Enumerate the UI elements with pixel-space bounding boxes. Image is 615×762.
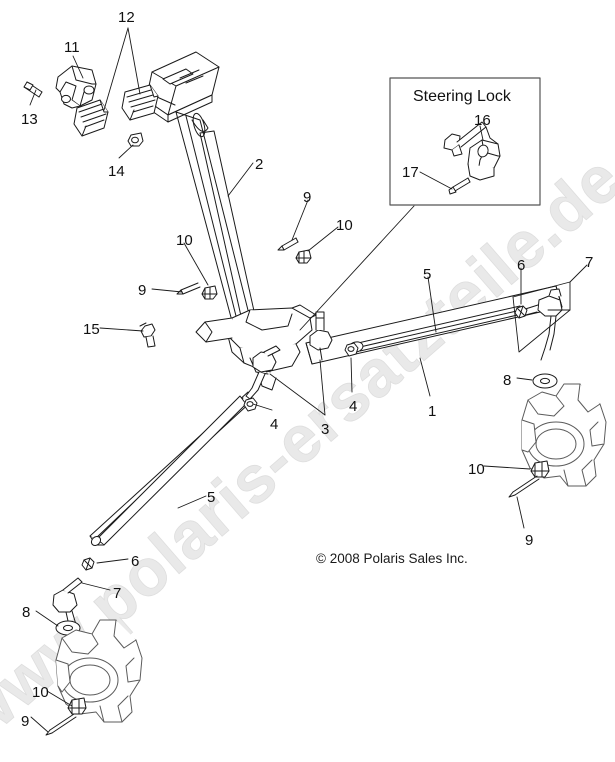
bushing-halves-12 (73, 84, 159, 137)
nut-10-left (201, 285, 218, 300)
clamp-bracket-11 (55, 65, 97, 109)
castle-nut-right (530, 460, 550, 478)
tie-rod-left (89, 391, 254, 547)
bolt-13 (23, 81, 43, 98)
nut-14 (127, 132, 144, 147)
bushing-half-lower (73, 99, 109, 137)
pivot-hardware-group (243, 311, 359, 412)
jam-nut-left (81, 557, 95, 571)
steering-lock-lever (443, 121, 487, 157)
bolt-9-left (176, 282, 201, 295)
lower-steering-bracket (195, 304, 317, 391)
pivot-nut-upper (344, 342, 359, 357)
knuckle-left-group (45, 557, 143, 736)
steering-post (145, 51, 257, 337)
nut-10-upper-right (295, 249, 312, 264)
cotter-pin-left (45, 713, 77, 736)
steering-knuckle-left (55, 619, 143, 723)
leader-lines (29, 27, 588, 733)
ball-joint-upper (309, 311, 333, 361)
cotter-pin-right (508, 475, 540, 498)
castle-nut-left (67, 697, 87, 715)
bushing-half-upper (121, 84, 159, 121)
pivot-nut-lower (243, 397, 258, 412)
steering-lock-inset (389, 77, 541, 206)
tie-rod-right (305, 285, 563, 365)
hardware-group (23, 81, 312, 348)
steering-lock-body (467, 126, 501, 181)
bolt-9-upper (277, 237, 299, 251)
steering-knuckle-right (521, 383, 607, 487)
ball-joint-lower (245, 345, 281, 400)
washer-right (532, 373, 558, 389)
knuckle-right-group (508, 373, 607, 498)
upper-mount-plate (145, 51, 220, 123)
bolt-15 (139, 322, 156, 348)
